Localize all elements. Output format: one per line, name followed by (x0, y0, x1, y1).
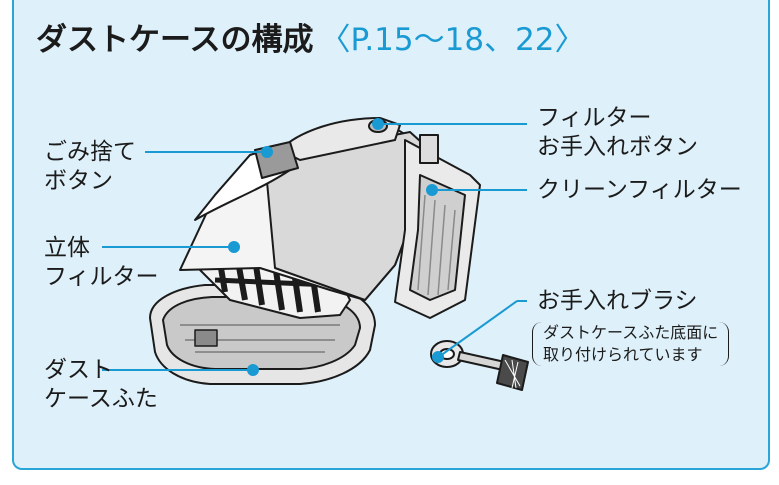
leader-dot-filter-care (372, 118, 384, 130)
leader-lines (102, 118, 527, 376)
callout-care-brush: お手入れブラシ (537, 288, 698, 314)
leader-dot-lid (247, 364, 259, 376)
dust-case-body-drawing (179, 117, 431, 301)
clean-filter-drawing (394, 134, 481, 319)
leader-dot-brush (432, 351, 444, 363)
page-title: ダストケースの構成〈P.15～18、22〉 (36, 14, 586, 59)
brush-attachment-note: ダストケースふた底面に 取り付けられています (532, 322, 730, 366)
callout-clean-filter: クリーンフィルター (537, 177, 742, 203)
care-brush-drawing (430, 340, 529, 391)
leader-dot-solid-filter (228, 241, 240, 253)
leader-dot-dispose (261, 146, 273, 158)
callout-dust-case-lid: ダスト ケースふた (44, 357, 158, 412)
page-reference: 〈P.15～18、22〉 (319, 22, 586, 58)
title-main: ダストケースの構成 (36, 22, 314, 58)
callout-filter-care-button: フィルター お手入れボタン (537, 105, 698, 160)
leader-dot-clean-filter (426, 184, 438, 196)
callout-dust-dispose-button: ごみ捨て ボタン (44, 139, 136, 194)
callout-solid-filter: 立体 フィルター (44, 235, 159, 290)
